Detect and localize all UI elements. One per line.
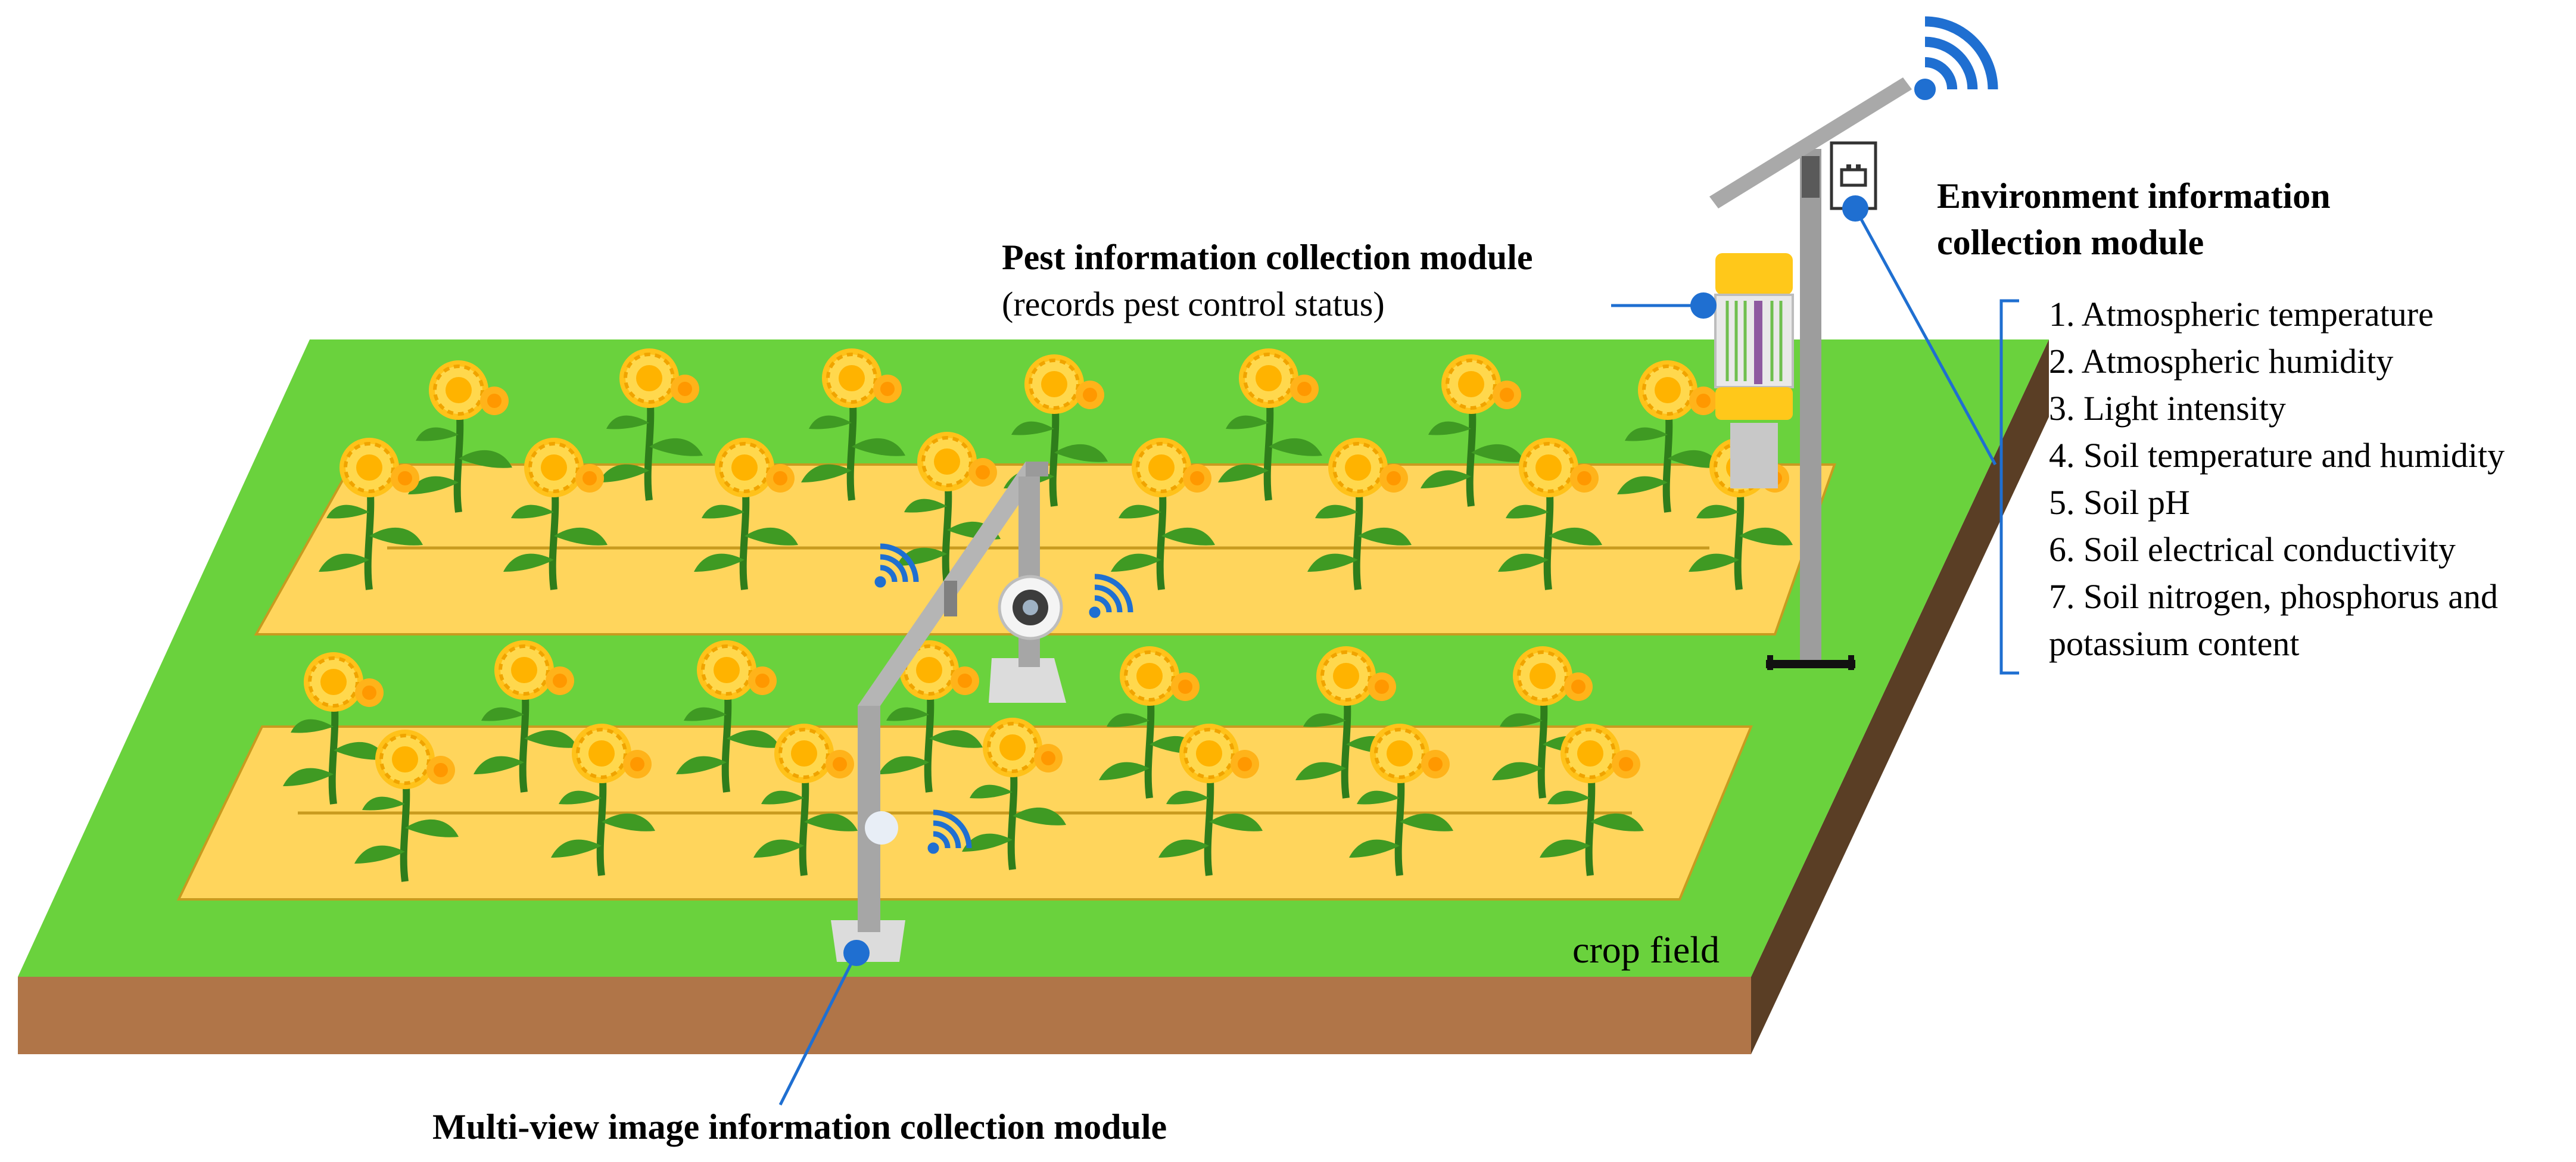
environment-parameter: 4. Soil temperature and humidity	[2049, 436, 2505, 475]
pest-module-subtitle: (records pest control status)	[1002, 285, 1385, 323]
multi-view-module-title: Multi-view image information collection …	[432, 1107, 1167, 1147]
environment-parameter: 6. Soil electrical conductivity	[2049, 530, 2456, 569]
environment-module-title-line1: Environment information	[1937, 176, 2331, 216]
pest-trap	[1714, 253, 1794, 488]
environment-parameter: 3. Light intensity	[2049, 389, 2286, 428]
environment-module-title: Environment information collection modul…	[1937, 173, 2331, 266]
crop-field-label: crop field	[1572, 929, 1720, 971]
environment-parameter-list: 1. Atmospheric temperature 2. Atmospheri…	[2049, 291, 2505, 667]
environment-monitoring-station	[1709, 21, 1993, 670]
environment-callout-dot	[1842, 195, 1868, 222]
soil-front-face	[18, 977, 1751, 1054]
multi-view-camera-gantry	[831, 462, 1066, 962]
environment-parameter: 2. Atmospheric humidity	[2049, 342, 2394, 381]
pest-module-title: Pest information collection module	[1002, 238, 1533, 277]
camera-icon	[865, 811, 898, 845]
callout-lines	[778, 207, 2019, 1106]
environment-module-title-line2: collection module	[1937, 223, 2204, 262]
environment-parameter: 1. Atmospheric temperature	[2049, 295, 2434, 334]
soil-side-face	[1751, 339, 2049, 1054]
multi-view-callout-dot	[843, 940, 870, 966]
environment-parameter: 7. Soil nitrogen, phosphorus and	[2049, 577, 2498, 616]
solar-panel	[1709, 77, 1912, 208]
wifi-icon	[1915, 21, 1993, 99]
pest-callout-dot	[1690, 292, 1717, 319]
environment-parameter: potassium content	[2049, 624, 2300, 663]
environment-parameter: 5. Soil pH	[2049, 483, 2190, 522]
camera-icon	[998, 575, 1063, 640]
